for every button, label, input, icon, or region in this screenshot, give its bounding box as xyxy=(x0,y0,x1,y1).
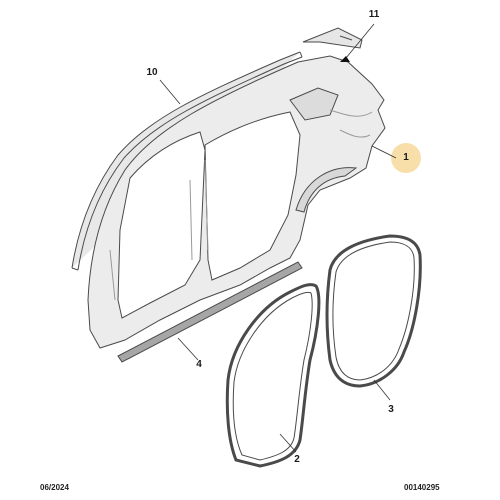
callout-3: 3 xyxy=(388,404,394,415)
callout-4: 4 xyxy=(196,359,202,370)
rear-door-seal xyxy=(325,234,422,388)
leader-11 xyxy=(345,23,375,59)
arrow-marker xyxy=(340,56,350,62)
leader-10 xyxy=(159,79,181,105)
front-door-seal xyxy=(225,283,321,468)
footer-date: 06/2024 xyxy=(40,483,69,492)
callout-10: 10 xyxy=(146,67,158,78)
body-side-panel xyxy=(87,55,386,349)
callout-11: 11 xyxy=(368,9,380,20)
sill-trim-strip xyxy=(117,261,303,363)
leader-3 xyxy=(373,379,391,401)
callout-1: 1 xyxy=(403,152,409,163)
leader-2 xyxy=(279,433,297,453)
leader-lines xyxy=(159,23,397,453)
callout-2: 2 xyxy=(294,454,300,465)
footer-reference: 00140295 xyxy=(404,483,440,492)
rear-trim-piece xyxy=(302,27,363,49)
leader-4 xyxy=(177,337,199,361)
leader-1 xyxy=(371,145,397,159)
